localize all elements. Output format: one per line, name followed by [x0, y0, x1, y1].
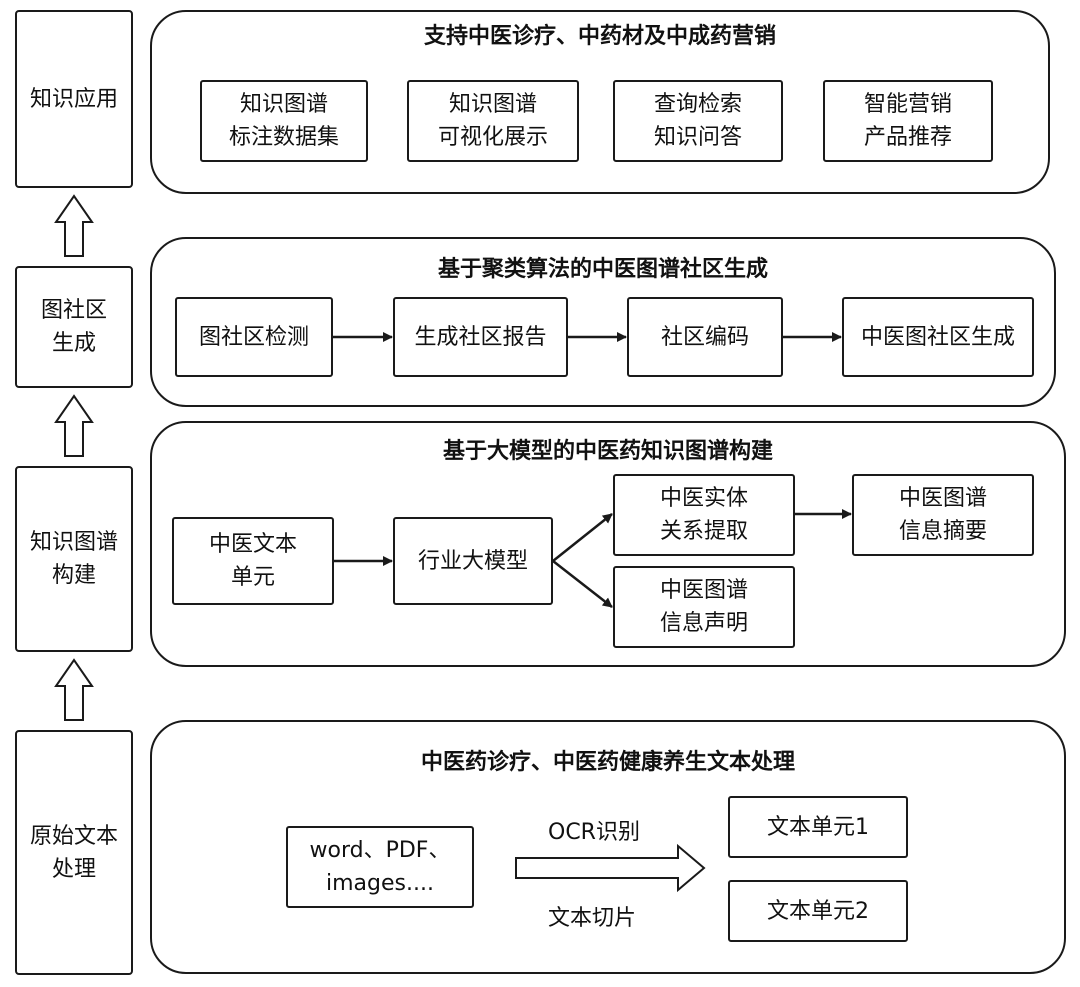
- node-label: word、PDF、: [309, 838, 451, 863]
- node-label: 中医图谱: [659, 578, 748, 603]
- node-label: 文本单元2: [767, 898, 869, 924]
- node-label: 中医图谱: [898, 486, 987, 511]
- stage-raw-text-processing: 原始文本 处理: [15, 730, 133, 975]
- stage-label: 处理: [51, 856, 96, 882]
- node-label: 社区编码: [660, 324, 749, 350]
- node-label: 文本单元1: [767, 814, 869, 840]
- panel-title: 基于聚类算法的中医图谱社区生成: [437, 257, 768, 282]
- node-text-unit: 中医文本 单元: [172, 517, 334, 605]
- panel-title: 基于大模型的中医药知识图谱构建: [442, 439, 773, 464]
- stage-kg-construction: 知识图谱 构建: [15, 466, 133, 652]
- node-text-unit-2: 文本单元2: [728, 880, 908, 942]
- app-item-marketing: 智能营销 产品推荐: [823, 80, 993, 162]
- node-label: 知识问答: [653, 125, 742, 150]
- up-arrow-3: [54, 658, 94, 721]
- node-industry-model: 行业大模型: [393, 517, 553, 605]
- panel-title: 中医药诊疗、中医药健康养生文本处理: [420, 750, 795, 775]
- app-item-visualization: 知识图谱 可视化展示: [407, 80, 579, 162]
- node-label: 中医文本: [208, 532, 297, 557]
- app-item-query-qa: 查询检索 知识问答: [613, 80, 783, 162]
- up-arrow-1: [54, 194, 94, 257]
- node-label: 信息摘要: [898, 519, 987, 544]
- node-label: images....: [326, 871, 434, 896]
- node-label: 知识图谱: [239, 92, 328, 117]
- stage-knowledge-application: 知识应用: [15, 10, 133, 188]
- node-label: 知识图谱: [448, 92, 537, 117]
- node-label: 图社区检测: [198, 324, 309, 350]
- stage-graph-community: 图社区 生成: [15, 266, 133, 388]
- ocr-label: OCR识别: [548, 820, 640, 845]
- step-community-encoding: 社区编码: [627, 297, 783, 377]
- node-label: 智能营销: [863, 92, 952, 117]
- slice-label: 文本切片: [548, 906, 637, 931]
- node-label: 可视化展示: [437, 125, 548, 150]
- node-label: 行业大模型: [417, 548, 528, 574]
- node-label: 中医实体: [659, 486, 748, 511]
- node-entity-relation-extraction: 中医实体 关系提取: [613, 474, 795, 556]
- app-item-annotated-dataset: 知识图谱 标注数据集: [200, 80, 368, 162]
- step-community-report: 生成社区报告: [393, 297, 568, 377]
- panel-title: 支持中医诊疗、中药材及中成药营销: [423, 24, 776, 49]
- step-community-detection: 图社区检测: [175, 297, 333, 377]
- stage-label: 原始文本: [29, 823, 118, 849]
- node-label: 生成社区报告: [414, 324, 547, 350]
- node-label: 标注数据集: [228, 125, 339, 150]
- stage-label: 知识图谱: [29, 530, 118, 555]
- stage-label: 生成: [51, 331, 96, 356]
- node-label: 单元: [230, 565, 275, 590]
- node-source-files: word、PDF、 images....: [286, 826, 474, 908]
- node-label: 查询检索: [653, 92, 742, 117]
- node-kg-statement: 中医图谱 信息声明: [613, 566, 795, 648]
- node-label: 中医图社区生成: [860, 324, 1015, 350]
- node-kg-summary: 中医图谱 信息摘要: [852, 474, 1034, 556]
- stage-label: 图社区: [40, 298, 107, 323]
- node-label: 产品推荐: [863, 125, 952, 150]
- step-community-generation: 中医图社区生成: [842, 297, 1034, 377]
- stage-label: 知识应用: [29, 86, 118, 112]
- up-arrow-2: [54, 394, 94, 457]
- node-text-unit-1: 文本单元1: [728, 796, 908, 858]
- node-label: 信息声明: [659, 611, 748, 636]
- node-label: 关系提取: [659, 519, 748, 544]
- stage-label: 构建: [51, 563, 96, 588]
